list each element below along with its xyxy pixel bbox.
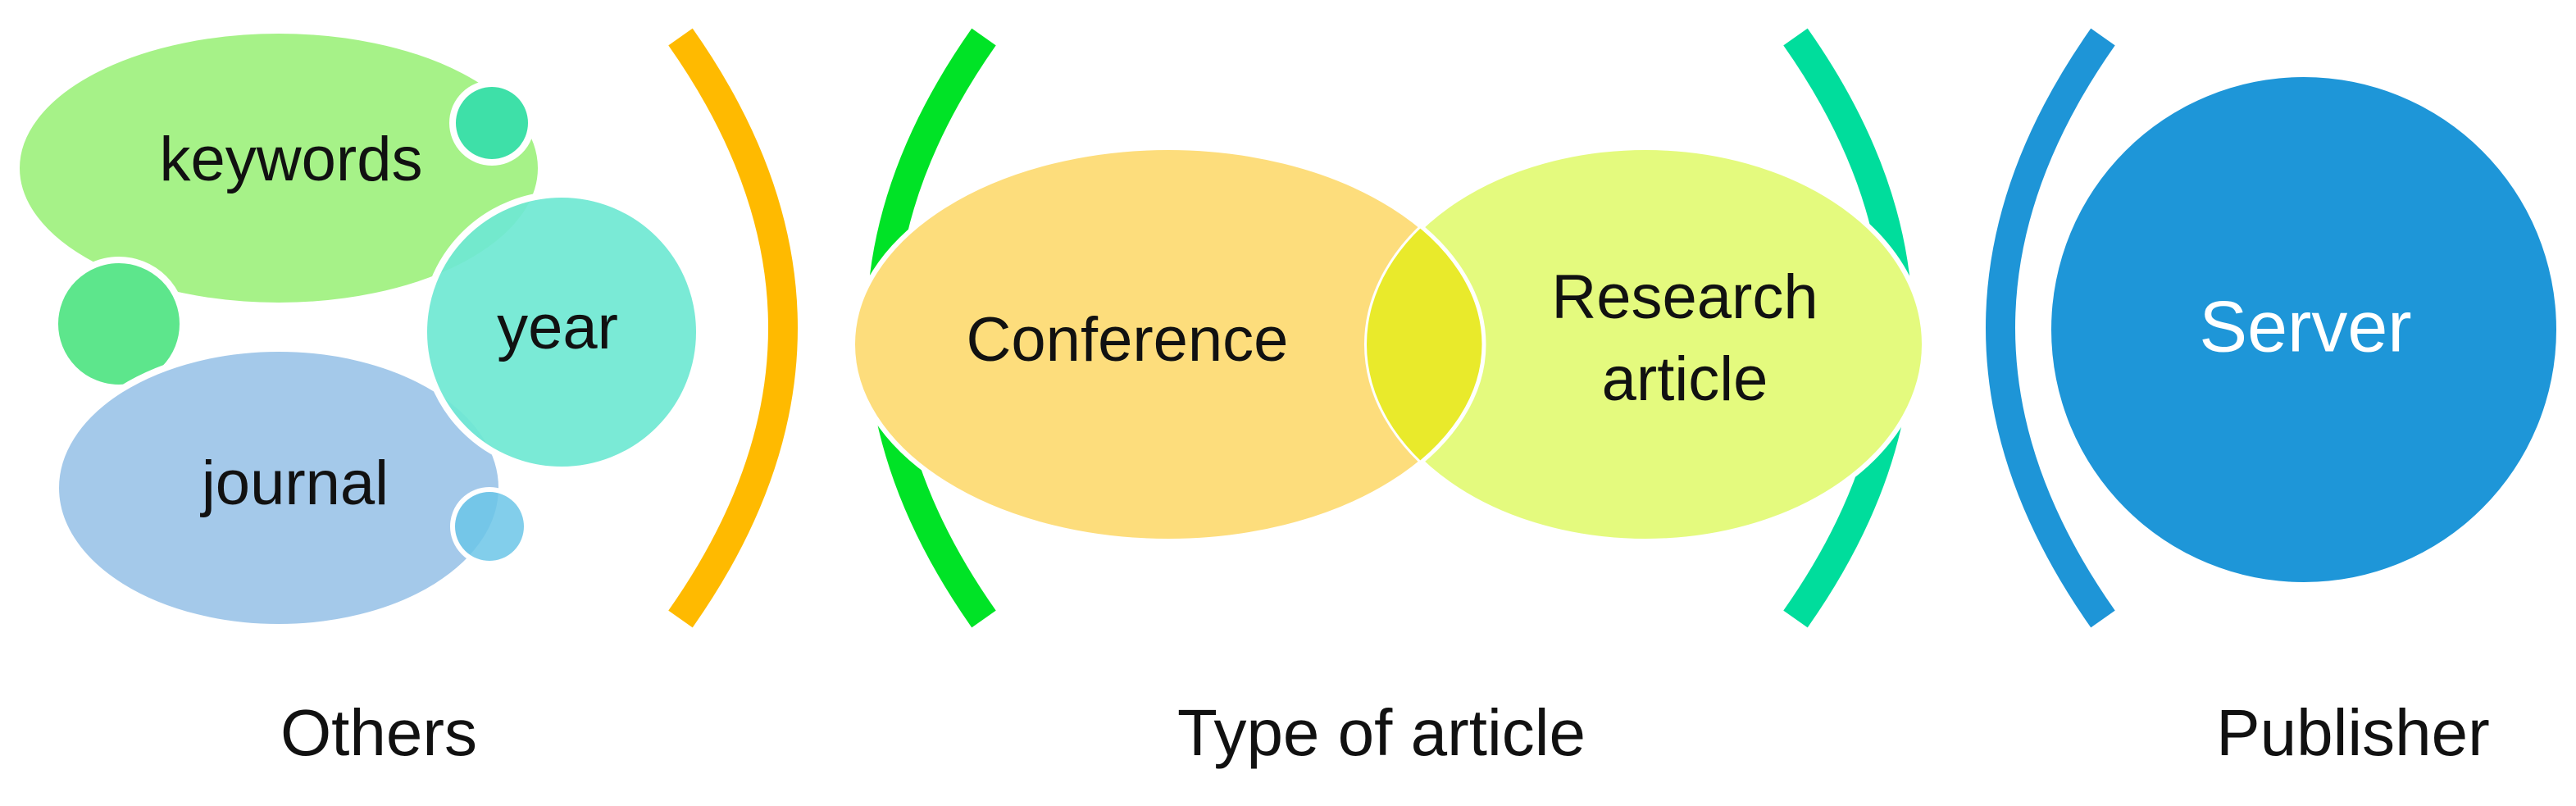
publisher-group: Server	[2051, 77, 2556, 582]
others-category-label: Others	[280, 696, 477, 769]
server-bubble	[2051, 77, 2556, 582]
year-bubble	[421, 191, 703, 473]
journal-bubble	[52, 345, 505, 631]
small-teal-bubble	[449, 80, 535, 166]
keywords-label: keywords	[160, 125, 423, 194]
publisher-category-label: Publisher	[2216, 696, 2490, 769]
overlap-outline	[850, 145, 1486, 544]
left-bracket-blue	[1986, 28, 2115, 628]
journal-label: journal	[200, 449, 389, 518]
research-label-line1: Research	[1551, 262, 1818, 332]
others-group: keywords year journal	[13, 27, 703, 631]
server-label: Server	[2199, 285, 2411, 367]
research-label-line2: article	[1602, 344, 1768, 414]
small-blue-bubble	[450, 487, 529, 566]
type-of-article-category-label: Type of article	[1177, 696, 1586, 769]
right-bracket-orange	[668, 28, 798, 628]
conference-label: Conference	[967, 305, 1289, 375]
type-of-article-group: Conference Research article	[850, 145, 1927, 544]
keywords-bubble	[13, 27, 544, 309]
year-label: year	[497, 293, 618, 362]
